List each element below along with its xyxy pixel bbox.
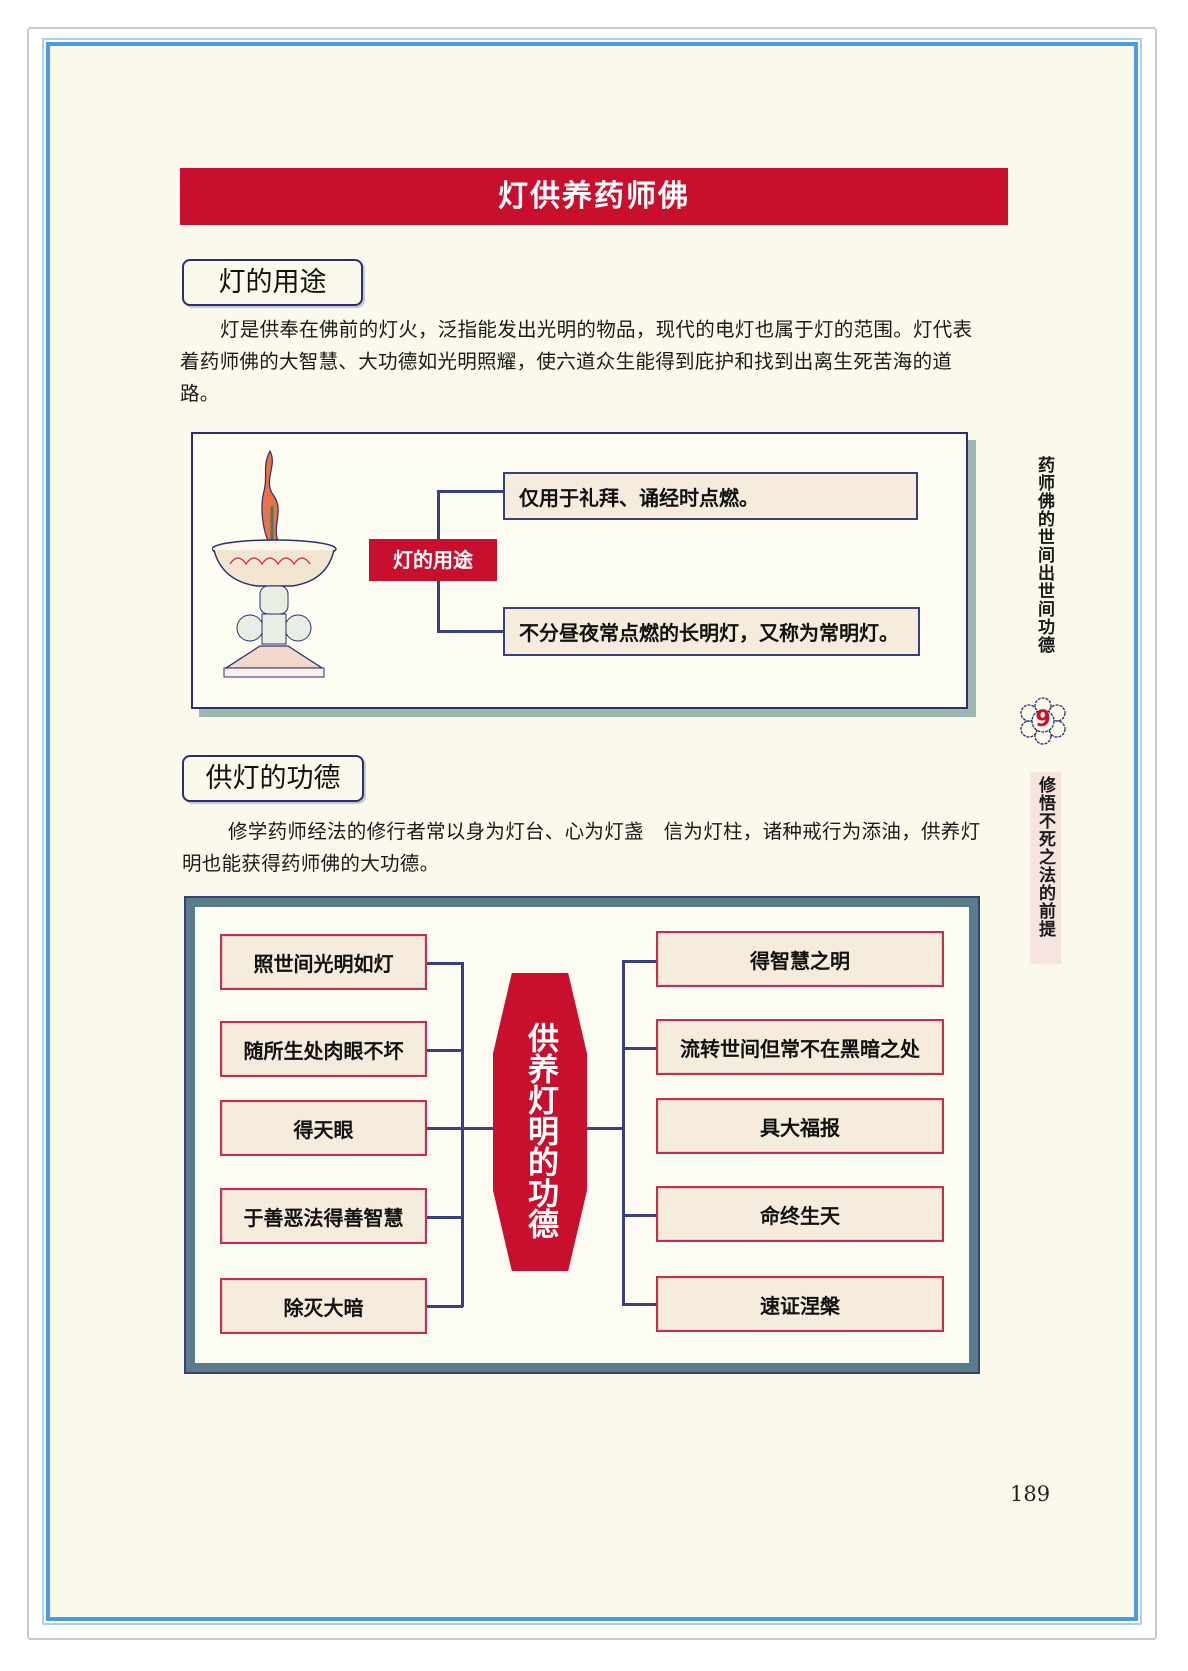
section2-paragraph: 修学药师经法的修行者常以身为灯台、心为灯盏 信为灯柱，诸种戒行为添油，供养灯明也… <box>182 820 981 875</box>
chapter-number: 9 <box>1035 707 1051 732</box>
connector-line <box>427 1049 463 1052</box>
flower-icon <box>1020 697 1066 745</box>
use-item: 仅用于礼拜、诵经时点燃。 <box>503 472 918 520</box>
merits-center-label: 供养灯明的功德 <box>522 1021 558 1239</box>
merit-item-right: 速证涅槃 <box>656 1276 944 1332</box>
section-heading-lamp-merits: 供灯的功德 <box>182 755 364 802</box>
sidebar-section-title: 修悟不死之法的前提 <box>1030 772 1061 964</box>
butter-lamp-illustration <box>212 449 337 678</box>
connector-line <box>437 490 503 493</box>
section-heading-lamp-uses: 灯的用途 <box>182 259 363 306</box>
merit-item-left: 除灭大暗 <box>220 1278 427 1334</box>
connector-line <box>437 630 503 633</box>
right-bracket-line <box>622 960 625 1305</box>
merit-item-right: 具大福报 <box>656 1098 944 1154</box>
connector-line <box>462 1127 494 1130</box>
connector-line <box>622 960 656 963</box>
page-outer-frame <box>27 27 1157 1640</box>
merit-item-left: 照世间光明如灯 <box>220 934 427 990</box>
connector-line <box>427 1216 463 1219</box>
connector-line <box>622 1047 656 1050</box>
page-title: 灯供养药师佛 <box>180 168 1008 225</box>
section1-paragraph: 灯是供奉在佛前的灯火，泛指能发出光明的物品，现代的电灯也属于灯的范围。灯代表着药… <box>180 318 973 405</box>
connector-line <box>427 962 463 965</box>
sidebar-chapter-title: 药师佛的世间出世间功德 <box>1034 456 1054 654</box>
merit-item-right: 得智慧之明 <box>656 931 944 987</box>
merit-item-left: 随所生处肉眼不坏 <box>220 1021 427 1077</box>
connector-line <box>622 1303 656 1306</box>
left-bracket-line <box>461 962 464 1307</box>
connector-line <box>427 1305 463 1308</box>
lamp-uses-label: 灯的用途 <box>369 539 497 581</box>
merits-center-hexagon <box>493 973 587 1271</box>
connector-line <box>622 1214 656 1217</box>
merit-item-left: 得天眼 <box>220 1100 427 1156</box>
connector-line <box>427 1127 463 1130</box>
use-item: 不分昼夜常点燃的长明灯，又称为常明灯。 <box>503 607 920 656</box>
merit-item-right: 流转世间但常不在黑暗之处 <box>656 1019 944 1075</box>
connector-line <box>587 1127 623 1130</box>
merit-item-left: 于善恶法得善智慧 <box>220 1188 427 1244</box>
page-number: 189 <box>1010 1482 1051 1506</box>
merit-item-right: 命终生天 <box>656 1186 944 1242</box>
